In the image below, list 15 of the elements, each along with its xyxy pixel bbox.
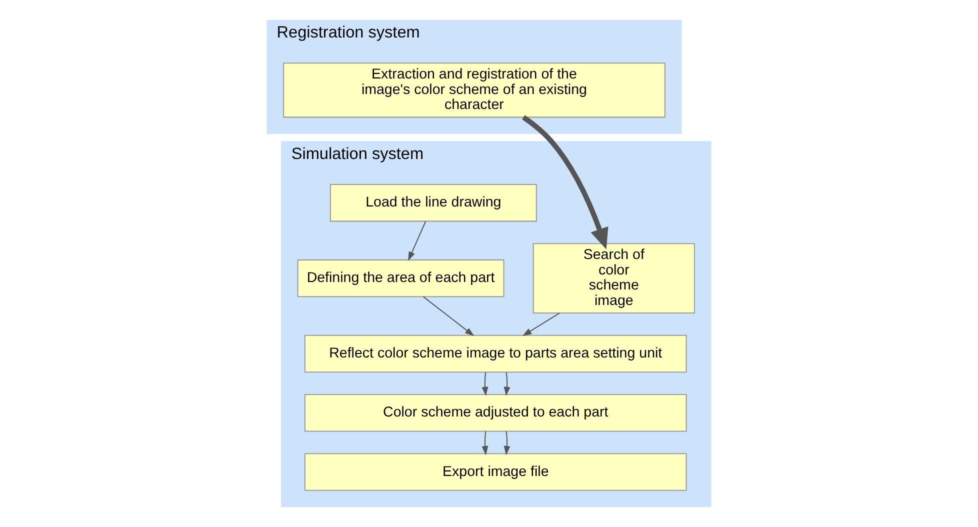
- arrow: [522, 115, 608, 250]
- node-box: Search of color scheme image: [532, 243, 695, 314]
- arrow: [482, 431, 488, 456]
- node-box: Load the line drawing: [330, 184, 537, 222]
- arrow: [504, 431, 510, 456]
- node-box: Reflect color scheme image to parts area setting unit: [304, 334, 687, 373]
- arrow: [422, 296, 474, 336]
- arrow: [408, 221, 426, 261]
- arrow: [482, 372, 488, 396]
- node-box: Defining the area of each part: [297, 259, 504, 298]
- node-box: Color scheme adjusted to each part: [304, 394, 687, 432]
- node-box: Export image file: [304, 453, 687, 491]
- arrow: [504, 372, 510, 396]
- node-box: Extraction and registration of the image's color scheme of an existing character: [283, 62, 666, 118]
- arrow: [522, 312, 560, 336]
